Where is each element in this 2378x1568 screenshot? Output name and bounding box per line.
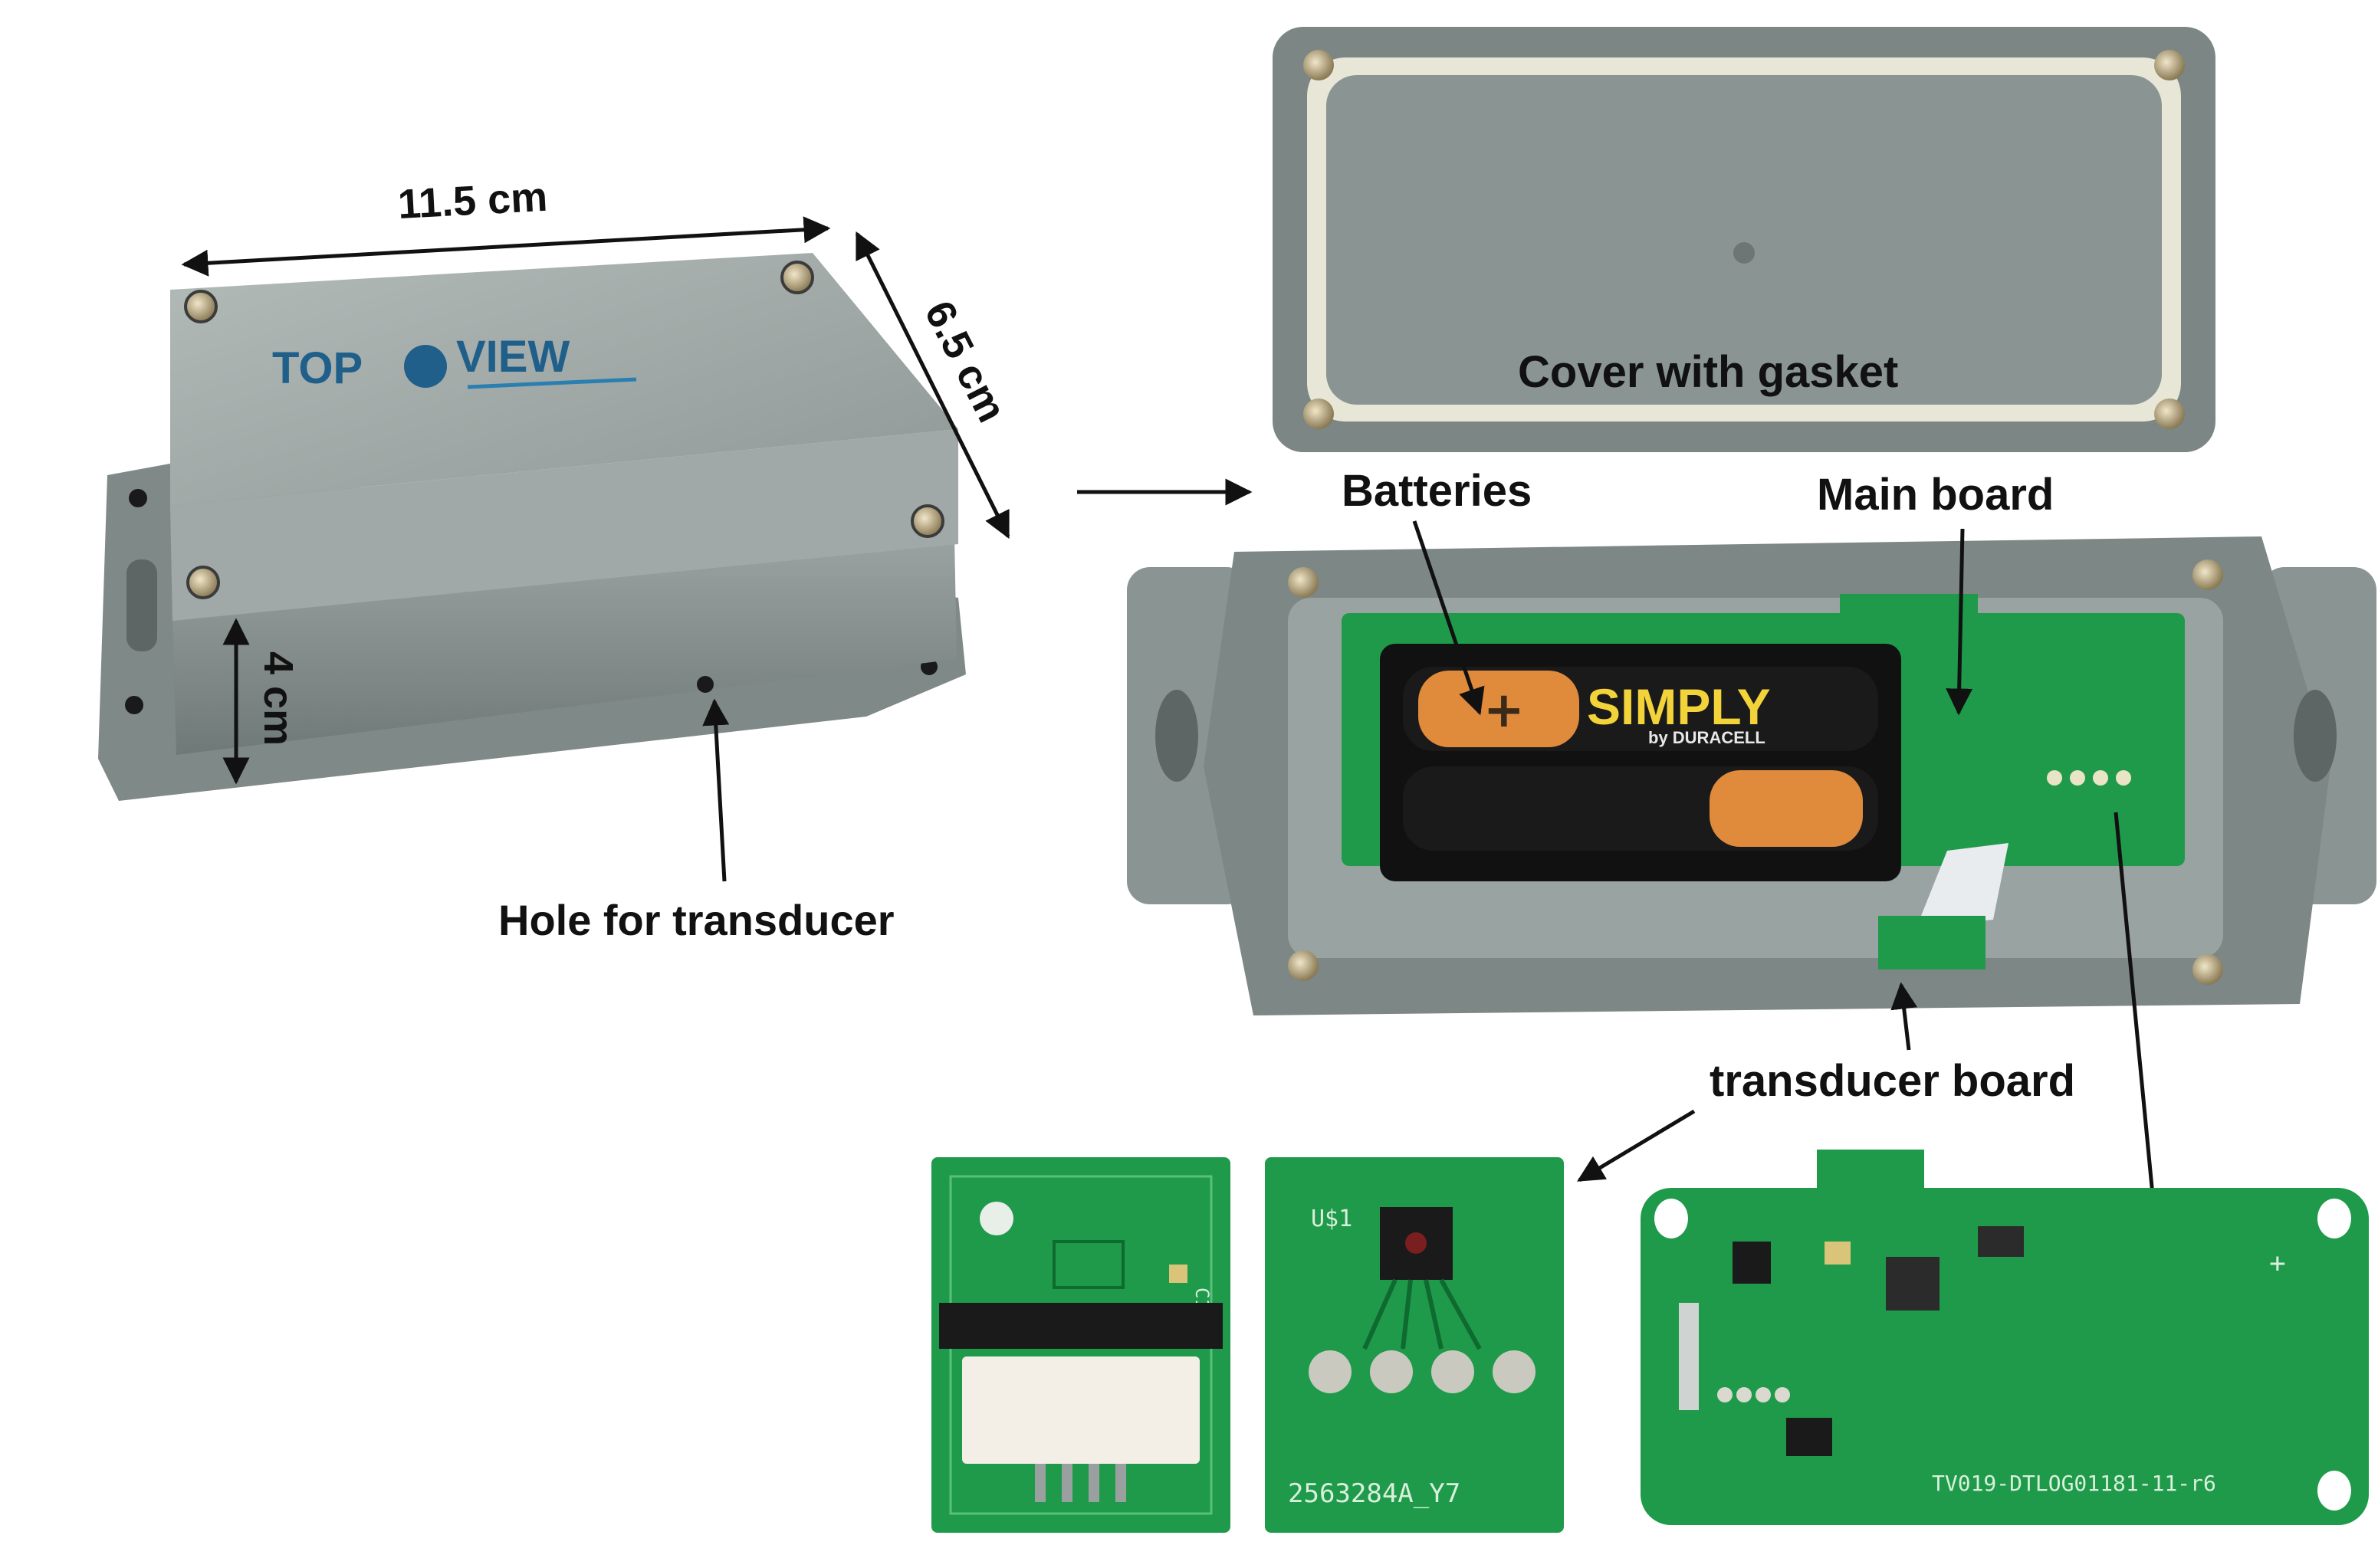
connector-pin — [1035, 1464, 1046, 1502]
connector — [1679, 1303, 1699, 1410]
base-box-side — [172, 536, 957, 755]
transducer-board-front: U$1 2563284A_Y7 — [1265, 1157, 1564, 1533]
ribbon-cable — [1917, 843, 2008, 927]
screw-icon — [1288, 567, 1319, 598]
mounting-hole — [2317, 1199, 2351, 1238]
pad — [1169, 1265, 1187, 1283]
lid-top — [170, 253, 958, 506]
screw-icon — [186, 566, 220, 599]
flange-slot — [2294, 690, 2337, 782]
mounting-hole — [1654, 1199, 1688, 1238]
component — [1978, 1226, 2024, 1257]
flange-slot — [1155, 690, 1198, 782]
flange-hole — [125, 696, 143, 714]
width-label: 11.5 cm — [396, 174, 548, 228]
pin — [2093, 770, 2108, 786]
pcb-front — [1265, 1157, 1564, 1533]
depth-arrow — [855, 231, 1010, 540]
screw-icon — [2154, 399, 2185, 429]
logo-view-text: VIEW — [456, 332, 570, 382]
cover-center-boss — [1733, 242, 1755, 264]
flange-hole — [129, 489, 147, 507]
component — [1825, 1242, 1851, 1265]
mounting-hole — [2317, 1471, 2351, 1511]
main-board-code: TV019-DTLOG01181-11-r6 — [1932, 1471, 2216, 1496]
pad — [1775, 1387, 1790, 1402]
screw-icon — [2192, 954, 2223, 985]
pad — [1431, 1350, 1474, 1393]
connector-pin — [1089, 1464, 1099, 1502]
main-board-callout-arrow — [1946, 528, 1973, 716]
pad — [1736, 1387, 1752, 1402]
pad — [1717, 1387, 1733, 1402]
battery-1-cap — [1418, 671, 1579, 747]
main-board-label: Main board — [1817, 470, 2054, 520]
transducer-code: 2563284A_Y7 — [1288, 1478, 1460, 1509]
cover-with-gasket — [1273, 27, 2215, 452]
batteries-callout-arrow — [1412, 520, 1485, 716]
transducer-board-back: C1 — [931, 1157, 1230, 1533]
cover-inner — [1326, 75, 2162, 405]
height-label: 4 cm — [255, 651, 301, 746]
connector-pin — [1062, 1464, 1072, 1502]
ic — [1733, 1242, 1771, 1284]
u-label: U$1 — [1311, 1206, 1352, 1232]
screw-icon — [2192, 559, 2223, 590]
screw-icon — [1303, 399, 1334, 429]
pad — [1756, 1387, 1771, 1402]
pad — [1309, 1350, 1352, 1393]
logo-fish-icon — [404, 345, 447, 388]
screw-icon — [1288, 950, 1319, 981]
cover-label: Cover with gasket — [1518, 347, 1898, 397]
logo-fish-icon — [980, 1202, 1013, 1235]
transducer-board-label: transducer board — [1710, 1056, 2075, 1106]
traces — [1362, 1278, 1482, 1350]
transducer-board-in-box — [1878, 916, 1985, 969]
batteries-label: Batteries — [1342, 466, 1532, 516]
flange-slot — [126, 559, 157, 651]
screw-icon — [1303, 50, 1334, 80]
battery-brand: SIMPLY — [1587, 678, 1771, 735]
battery-2-cap — [1710, 770, 1863, 847]
transducer-hole — [697, 676, 714, 693]
pin — [2116, 770, 2131, 786]
connector-pin — [1115, 1464, 1126, 1502]
polarity-mark: + — [2269, 1248, 2286, 1279]
main-board-detail: + TV019-DTLOG01181-11-r6 — [1641, 1150, 2369, 1525]
pad — [1493, 1350, 1536, 1393]
hole-label: Hole for transducer — [498, 896, 895, 944]
open-enclosure: + SIMPLY by DURACELL — [1127, 536, 2376, 1015]
screw-icon — [2154, 50, 2185, 80]
ic — [1886, 1257, 1940, 1310]
logo-top-text: TOP — [272, 343, 363, 393]
connector-latch — [939, 1303, 1223, 1349]
transducer-sensor — [1405, 1232, 1427, 1254]
ic — [1786, 1418, 1832, 1456]
screw-icon — [911, 504, 944, 538]
screw-icon — [184, 290, 218, 323]
antenna-tab — [1840, 594, 1978, 625]
pin — [2070, 770, 2085, 786]
screw-icon — [780, 261, 814, 294]
connector-body — [962, 1356, 1200, 1464]
pad — [1370, 1350, 1413, 1393]
lid-side — [170, 429, 958, 621]
hole-callout-arrow — [702, 698, 730, 882]
silkscreen-box — [1053, 1240, 1125, 1289]
width-arrow — [181, 216, 831, 277]
transducer-detail-arrow — [1576, 1109, 1696, 1183]
battery-maker: by DURACELL — [1648, 728, 1765, 747]
logo-underline — [467, 377, 637, 389]
battery-plus: + — [1483, 682, 1525, 739]
transducer-callout-arrow — [1890, 982, 1918, 1051]
pin — [2047, 770, 2062, 786]
closed-enclosure: TOP VIEW — [98, 253, 966, 801]
